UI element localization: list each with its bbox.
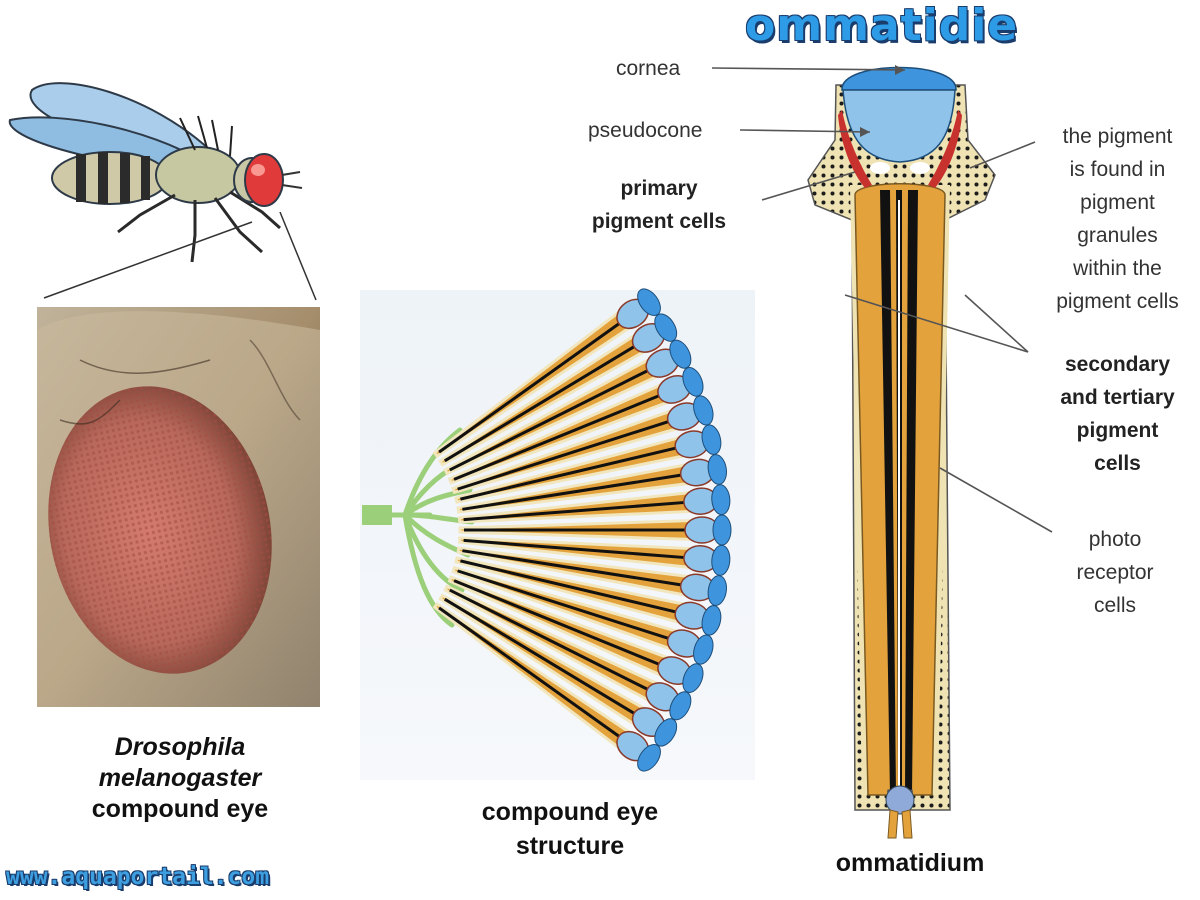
caption-drosophila-line-1: Drosophila xyxy=(114,733,246,761)
caption-ommatidium: ommatidium xyxy=(835,849,985,877)
ommatidium-rhabdom xyxy=(457,569,670,641)
pointer-arrowheads xyxy=(860,65,905,137)
ommatidium-rhabdom xyxy=(460,559,677,614)
secondary-line-2: and tertiary xyxy=(1060,386,1175,409)
ommatidium-rhabdom xyxy=(460,446,677,501)
caption-compound-eye-structure: compound eye structure xyxy=(440,795,700,863)
label-pigment-note: the pigment is found in pigment granules… xyxy=(1030,120,1200,318)
pigment-note-line-2: is found in xyxy=(1069,158,1166,181)
label-cornea: cornea xyxy=(616,57,681,80)
compound-eye-structure xyxy=(360,288,755,780)
ommatidium-rhabdom xyxy=(443,597,636,716)
secondary-line-3: pigment xyxy=(1076,419,1159,442)
ommatidium-rhabdom xyxy=(457,419,670,491)
ommatidium-rhabdom xyxy=(438,606,621,739)
pigment-note-line-5: within the xyxy=(1073,257,1162,280)
ommatidium-cornea xyxy=(637,743,661,772)
label-pseudocone: pseudocone xyxy=(588,119,703,142)
fruit-fly-illustration xyxy=(8,82,317,301)
page-title: ommatidie xyxy=(745,0,1019,51)
ommatidium-rhabdom xyxy=(463,500,686,522)
ommatidium-diagram xyxy=(807,66,996,839)
ommatidium-rhabdom xyxy=(449,369,649,472)
label-secondary-tertiary-pigment-cells: secondary and tertiary pigment cells xyxy=(1030,348,1200,480)
ommatidium-rhabdom xyxy=(463,538,686,560)
caption-drosophila: Drosophila melanogaster compound eye xyxy=(30,732,330,825)
ommatidium-rhabdom xyxy=(453,394,661,481)
pigment-note-line-1: the pigment xyxy=(1062,125,1173,148)
caption-drosophila-line-2: melanogaster xyxy=(98,764,262,792)
photoreceptor-line-3: cells xyxy=(1093,594,1136,617)
label-photoreceptor-cells: photo receptor cells xyxy=(1055,523,1175,622)
caption-structure-line-1: compound eye xyxy=(481,798,659,826)
ommatidium-rhabdom xyxy=(462,549,682,587)
compound-eye-photo xyxy=(37,307,320,707)
photoreceptor-line-1: photo xyxy=(1088,528,1142,551)
pigment-note-line-6: pigment cells xyxy=(1056,290,1179,313)
secondary-line-1: secondary xyxy=(1064,353,1171,376)
caption-structure-line-2: structure xyxy=(515,832,625,860)
photoreceptor-line-2: receptor xyxy=(1076,561,1154,584)
caption-drosophila-line-3: compound eye xyxy=(91,795,269,823)
ommatidium-rhabdom xyxy=(449,588,649,691)
pointer-lines xyxy=(711,67,1053,533)
pigment-note-line-3: pigment xyxy=(1080,191,1155,214)
ommatidium-rhabdom xyxy=(462,473,682,511)
ommatidium-rhabdom xyxy=(443,344,636,463)
ommatidium-rhabdom xyxy=(453,579,661,666)
ommatidia-fan xyxy=(432,288,732,772)
label-primary-line-1: primary xyxy=(620,177,698,200)
watermark-url: www.aquaportail.com xyxy=(6,864,270,890)
secondary-line-4: cells xyxy=(1094,452,1141,475)
pigment-note-line-4: granules xyxy=(1077,224,1158,247)
label-primary-pigment-cells: primary pigment cells xyxy=(564,172,754,238)
label-primary-line-2: pigment cells xyxy=(591,210,727,233)
ommatidium-rhabdom xyxy=(438,321,621,454)
ommatidium-cornea xyxy=(712,514,732,546)
